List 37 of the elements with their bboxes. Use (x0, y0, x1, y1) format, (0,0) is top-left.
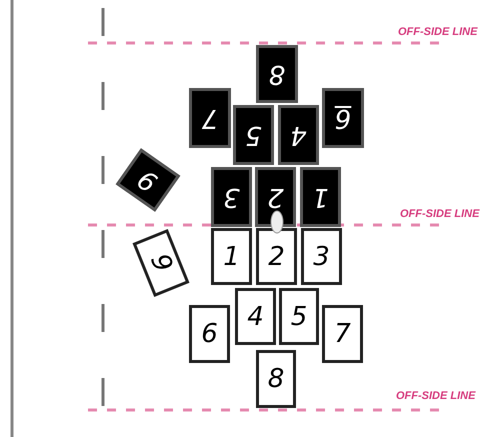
player-card (256, 45, 298, 103)
player-number: 9 (146, 250, 176, 276)
player-card (301, 228, 342, 285)
player-card (300, 167, 341, 227)
player-number: 3 (313, 244, 330, 270)
player-number: 3 (223, 184, 240, 210)
player-number: 2 (268, 244, 285, 270)
player-card (233, 105, 274, 165)
player-card (189, 305, 230, 363)
offside-line-label: OFF-SIDE LINE (400, 208, 480, 220)
player-card (211, 228, 252, 285)
offside-line-label: OFF-SIDE LINE (396, 390, 476, 402)
player-number: 9 (134, 164, 162, 196)
player-card (322, 305, 363, 363)
player-number: 4 (247, 304, 264, 330)
player-number: 8 (268, 366, 284, 392)
player-number: 5 (290, 304, 308, 330)
player-number: 8 (268, 61, 286, 87)
player-card (279, 288, 319, 345)
player-number: 7 (334, 321, 351, 347)
player-card (278, 105, 319, 165)
player-card (256, 350, 296, 408)
player-card (211, 167, 252, 227)
player-number: 6 (334, 105, 352, 131)
player-number: 5 (245, 122, 262, 148)
player-card (322, 88, 364, 148)
player-number: 7 (202, 105, 218, 131)
player-card (255, 167, 296, 227)
player-card (256, 228, 297, 285)
offside-line-label: OFF-SIDE LINE (398, 26, 478, 38)
player-number: 6 (201, 321, 218, 347)
player-card (189, 88, 231, 148)
player-number: 2 (267, 184, 284, 210)
player-number: 1 (312, 184, 329, 210)
player-number: 1 (223, 244, 240, 270)
player-card (235, 288, 276, 345)
player-number: 4 (290, 122, 307, 148)
